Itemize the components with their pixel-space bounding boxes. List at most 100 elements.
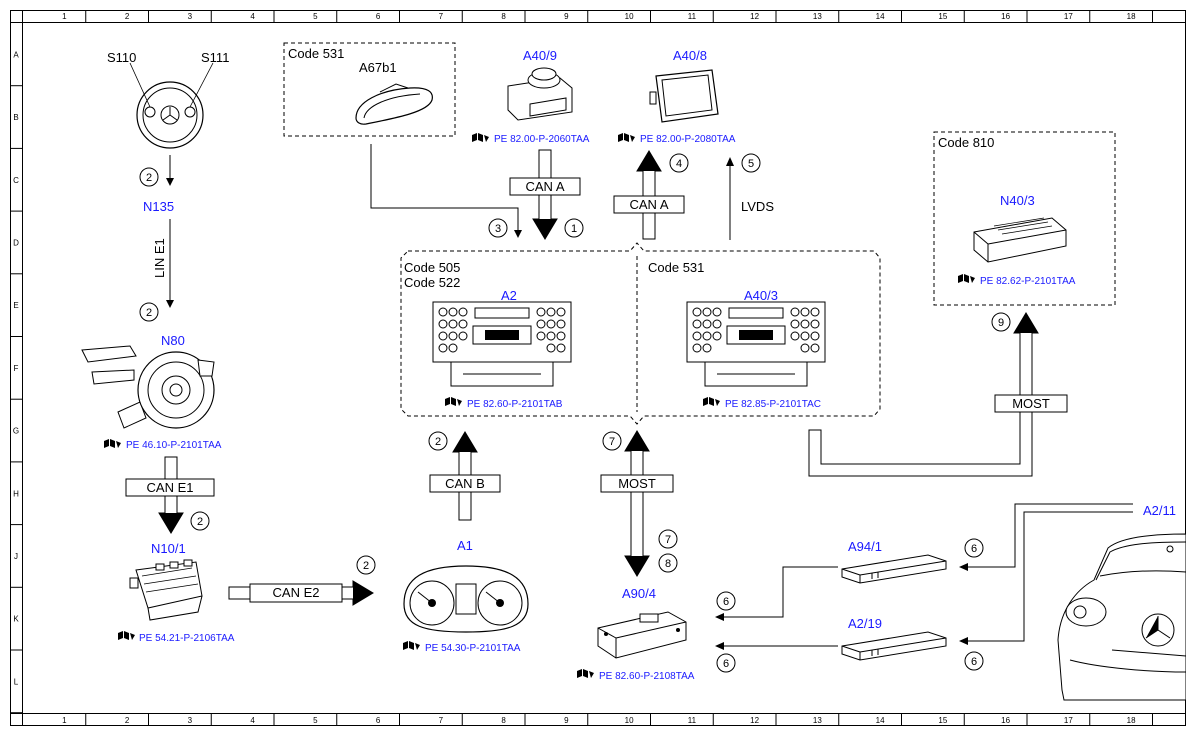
marker-6-b bbox=[716, 653, 736, 673]
grid-column-5: 5 bbox=[313, 12, 318, 21]
grid-column-3: 3 bbox=[188, 12, 193, 21]
marker-2-d bbox=[356, 555, 376, 575]
svg-text:9: 9 bbox=[998, 317, 1004, 329]
marker-2-e bbox=[428, 431, 448, 451]
grid-column-16: 16 bbox=[1001, 12, 1010, 21]
grid-column-13: 13 bbox=[813, 716, 822, 725]
n40-3-ref: PE 82.62-P-2101TAA bbox=[980, 276, 1076, 287]
head-unit-group-box bbox=[400, 242, 881, 425]
grid-row-F: F bbox=[14, 364, 19, 373]
grid-row-K: K bbox=[13, 615, 19, 624]
a40-8-label: A40/8 bbox=[673, 48, 707, 63]
svg-text:7: 7 bbox=[609, 436, 615, 448]
grid-column-10: 10 bbox=[625, 716, 634, 725]
code-522-label: Code 522 bbox=[404, 275, 460, 290]
grid-column-15: 15 bbox=[938, 716, 947, 725]
grid-column-2: 2 bbox=[125, 716, 130, 725]
svg-text:6: 6 bbox=[971, 656, 977, 668]
lvds-label: LVDS bbox=[741, 199, 774, 214]
svg-text:5: 5 bbox=[748, 158, 754, 170]
svg-text:2: 2 bbox=[146, 172, 152, 184]
svg-text:6: 6 bbox=[971, 543, 977, 555]
marker-6-c bbox=[964, 538, 984, 558]
marker-1 bbox=[564, 218, 584, 238]
marker-2-a bbox=[139, 167, 159, 187]
svg-text:2: 2 bbox=[197, 516, 203, 528]
grid-column-8: 8 bbox=[501, 12, 506, 21]
grid-column-14: 14 bbox=[876, 12, 885, 21]
lin-e1-label: LIN E1 bbox=[152, 238, 167, 278]
a40-8-display bbox=[649, 69, 719, 123]
grid-row-B: B bbox=[13, 113, 18, 122]
marker-7-a bbox=[602, 431, 622, 451]
grid-column-7: 7 bbox=[439, 716, 444, 725]
grid-column-3: 3 bbox=[188, 716, 193, 725]
marker-2-c bbox=[190, 511, 210, 531]
grid-column-12: 12 bbox=[750, 12, 759, 21]
code-531-main-label: Code 531 bbox=[648, 260, 704, 275]
can-a-2-label: CAN A bbox=[629, 197, 668, 212]
vehicle-front-view bbox=[1057, 533, 1186, 701]
grid-column-6: 6 bbox=[376, 716, 381, 725]
marker-5 bbox=[741, 153, 761, 173]
a2-label: A2 bbox=[501, 288, 517, 303]
grid-column-14: 14 bbox=[876, 716, 885, 725]
a67b1-label: A67b1 bbox=[359, 60, 397, 75]
s110-label: S110 bbox=[107, 50, 136, 65]
svg-text:8: 8 bbox=[665, 558, 671, 570]
svg-text:2: 2 bbox=[146, 307, 152, 319]
a67b1-mirror bbox=[355, 83, 433, 125]
code-810-label: Code 810 bbox=[938, 135, 994, 150]
a2-radio bbox=[432, 301, 572, 387]
svg-text:6: 6 bbox=[723, 658, 729, 670]
n80-label: N80 bbox=[161, 333, 185, 348]
grid-column-5: 5 bbox=[313, 716, 318, 725]
marker-9 bbox=[991, 312, 1011, 332]
svg-text:2: 2 bbox=[363, 560, 369, 572]
can-b-label: CAN B bbox=[445, 476, 485, 491]
grid-row-H: H bbox=[13, 489, 19, 498]
code-531-top-label: Code 531 bbox=[288, 46, 344, 61]
grid-column-8: 8 bbox=[501, 716, 506, 725]
can-e1-label: CAN E1 bbox=[147, 480, 194, 495]
steering-wheel bbox=[129, 62, 214, 149]
can-e2-label: CAN E2 bbox=[273, 585, 320, 600]
code-531-top-box bbox=[283, 42, 456, 137]
a40-3-ref: PE 82.85-P-2101TAC bbox=[725, 399, 821, 410]
grid-labels: 1122334455667788991010111112121313141415… bbox=[10, 10, 1153, 726]
grid-column-9: 9 bbox=[564, 716, 569, 725]
grid-column-17: 17 bbox=[1064, 12, 1073, 21]
grid-column-7: 7 bbox=[439, 12, 444, 21]
a94-1-label: A94/1 bbox=[848, 539, 882, 554]
a1-label: A1 bbox=[457, 538, 473, 553]
grid-row-A: A bbox=[13, 50, 19, 59]
a90-4-ref: PE 82.60-P-2108TAA bbox=[599, 671, 695, 682]
grid-column-12: 12 bbox=[750, 716, 759, 725]
a40-9-label: A40/9 bbox=[523, 48, 557, 63]
grid-column-16: 16 bbox=[1001, 716, 1010, 725]
a1-ref: PE 54.30-P-2101TAA bbox=[425, 643, 521, 654]
svg-text:2: 2 bbox=[435, 436, 441, 448]
marker-3 bbox=[488, 218, 508, 238]
grid-column-11: 11 bbox=[688, 716, 697, 725]
a40-3-label: A40/3 bbox=[744, 288, 778, 303]
grid-column-17: 17 bbox=[1064, 716, 1073, 725]
a2-19-amp bbox=[841, 631, 947, 661]
a2-11-label: A2/11 bbox=[1143, 503, 1176, 518]
grid-column-18: 18 bbox=[1127, 12, 1136, 21]
code-810-box bbox=[933, 131, 1116, 306]
n80-module bbox=[81, 345, 215, 429]
svg-text:1: 1 bbox=[571, 223, 577, 235]
grid-column-6: 6 bbox=[376, 12, 381, 21]
a40-8-ref: PE 82.00-P-2080TAA bbox=[640, 134, 736, 145]
grid-row-L: L bbox=[14, 677, 19, 686]
most-1-label: MOST bbox=[618, 476, 656, 491]
can-a-1-label: CAN A bbox=[525, 179, 564, 194]
a40-9-controller bbox=[507, 67, 573, 121]
n40-3-label: N40/3 bbox=[1000, 193, 1035, 208]
grid-column-4: 4 bbox=[250, 716, 255, 725]
n10-1-module bbox=[129, 559, 203, 621]
a2-19-label: A2/19 bbox=[848, 616, 882, 631]
grid-row-J: J bbox=[14, 552, 18, 561]
